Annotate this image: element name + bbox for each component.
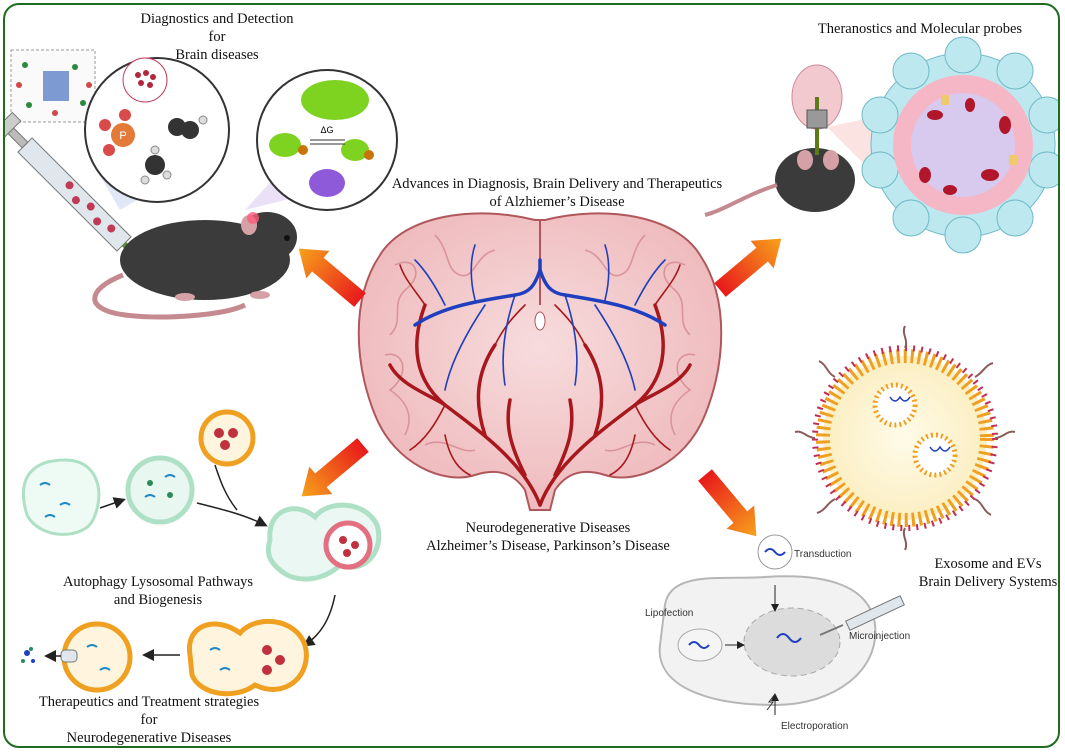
- therapeutics-line1: Therapeutics and Treatment strategies: [38, 694, 260, 710]
- neuro-line1: Neurodegenerative Diseases: [465, 520, 631, 536]
- mouse-left: [92, 212, 297, 320]
- transduction-label: Transduction: [794, 549, 852, 560]
- exosome-line2: Brain Delivery Systems: [918, 574, 1058, 590]
- theranostics-label: Theranostics and Molecular probes: [817, 21, 1023, 37]
- cell-gene-delivery: [658, 534, 905, 715]
- diagnostics-line3: Brain diseases: [175, 47, 259, 63]
- molecule-box: [10, 49, 96, 123]
- therapeutics-line2: for: [140, 712, 158, 728]
- lipofection-label: Lipofection: [645, 608, 694, 619]
- diagram-canvas: P ΔG: [5, 36, 1058, 715]
- exosome-line1: Exosome and EVs: [934, 556, 1042, 572]
- electroporation-label: Electroporation: [781, 721, 849, 732]
- autophagy-label: Autophagy Lysosomal Pathways and Biogene…: [33, 573, 283, 609]
- diagnostics-label: Diagnostics and Detection for Brain dise…: [117, 10, 317, 64]
- neuro-line2: Alzheimer’s Disease, Parkinson’s Disease: [426, 538, 670, 554]
- autophagy-line2: and Biogenesis: [113, 592, 203, 608]
- tumor-spheroid: [861, 36, 1058, 254]
- arrow-to-theranostics: [714, 238, 782, 297]
- arrow-to-diagnostics: [298, 248, 366, 307]
- microinjection-label: Microinjection: [849, 631, 911, 642]
- therapeutics-line3: Neurodegenerative Diseases: [66, 730, 232, 746]
- neurodegenerative-label: Neurodegenerative Diseases Alzheimer’s D…: [413, 519, 683, 555]
- title-line1: Advances in Diagnosis, Brain Delivery an…: [391, 176, 723, 192]
- diagram-frame: P ΔG: [3, 3, 1060, 748]
- therapeutics-label: Therapeutics and Treatment strategies fo…: [19, 693, 279, 746]
- exosome-label: Exosome and EVs Brain Delivery Systems: [903, 555, 1058, 591]
- exosome-illustration: [794, 325, 1016, 551]
- autophagy-cycle: [21, 409, 382, 697]
- delta-g-label: ΔG: [320, 125, 333, 135]
- figure-title: Advances in Diagnosis, Brain Delivery an…: [367, 175, 747, 211]
- brain-illustration: [357, 212, 723, 511]
- svg-text:P: P: [119, 130, 126, 142]
- autophagy-line1: Autophagy Lysosomal Pathways: [62, 574, 254, 590]
- title-line2: of Alzhiemer’s Disease: [489, 194, 625, 210]
- zoom-circle-proteins: ΔG: [245, 69, 398, 211]
- arrow-to-gene-delivery: [698, 469, 757, 537]
- arrow-to-autophagy: [301, 438, 369, 497]
- zoom-circle-chemistry: P: [84, 57, 230, 210]
- diagnostics-line2: for: [208, 29, 226, 45]
- diagnostics-line1: Diagnostics and Detection: [140, 11, 294, 27]
